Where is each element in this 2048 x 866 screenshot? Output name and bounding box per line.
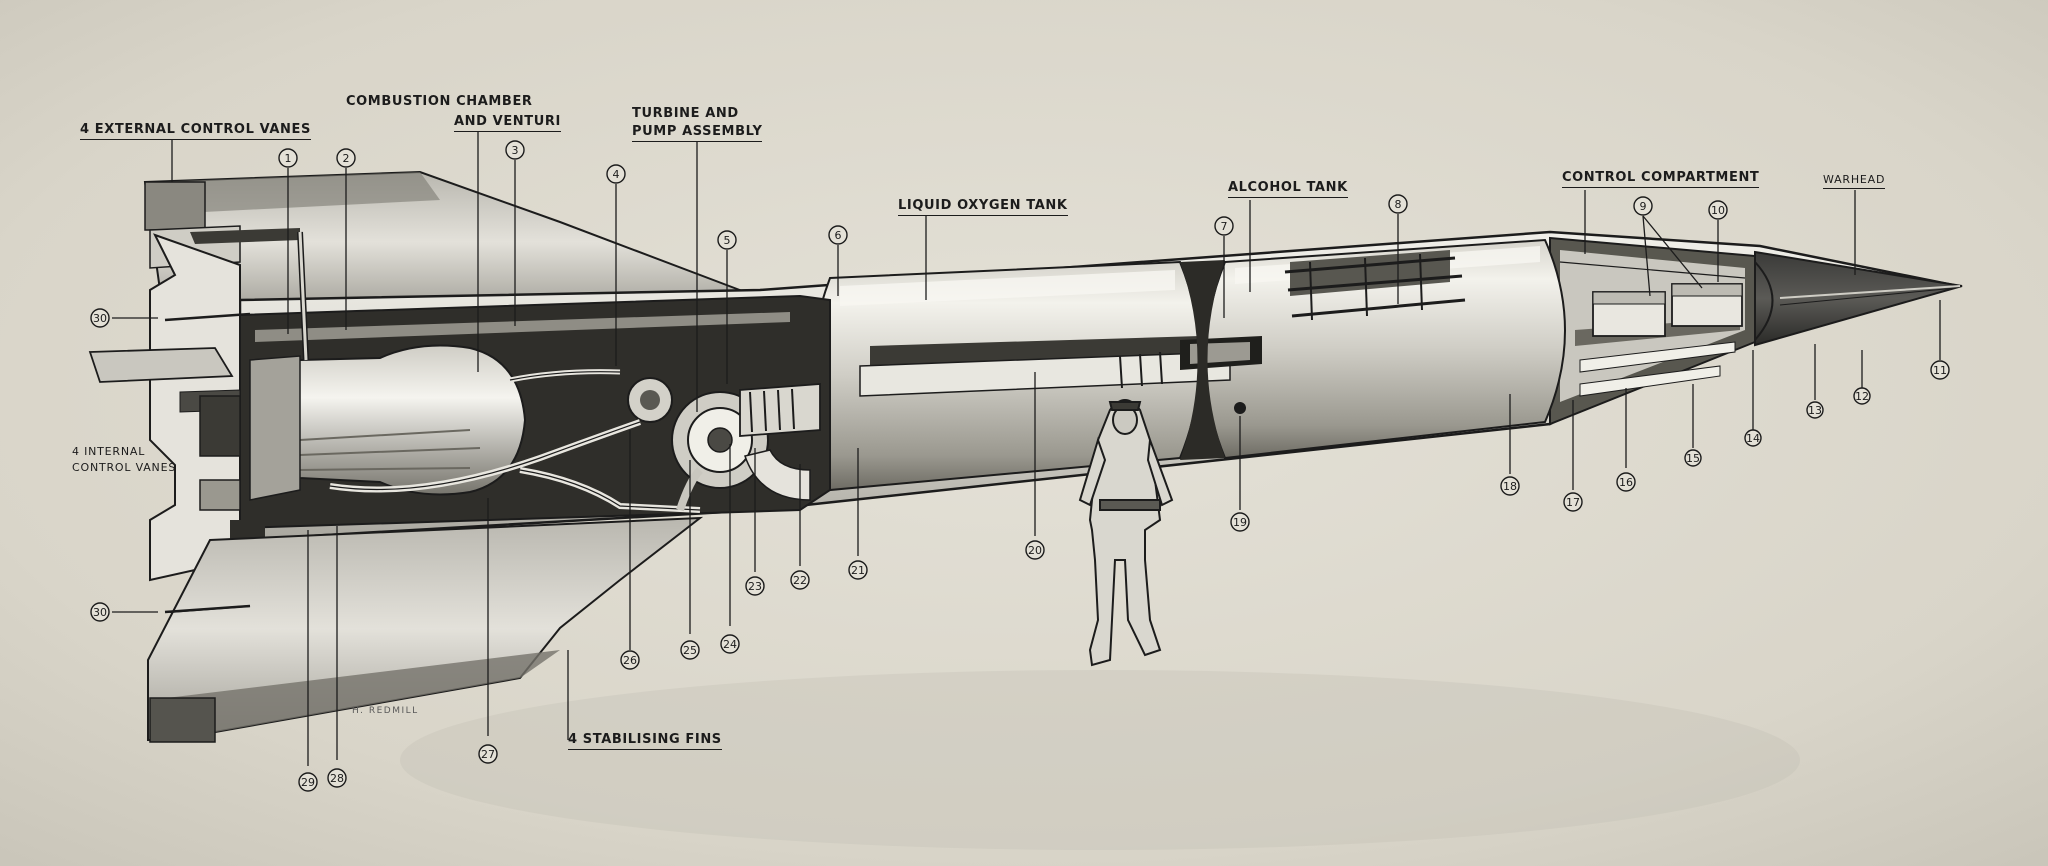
callout-8: 8 xyxy=(1388,194,1408,214)
svg-text:17: 17 xyxy=(1566,496,1580,509)
svg-text:2: 2 xyxy=(343,152,350,165)
svg-text:3: 3 xyxy=(512,144,519,157)
label-internal-control-vanes-line1: 4 INTERNAL xyxy=(72,445,146,458)
callout-6: 6 xyxy=(828,225,848,245)
callout-20: 20 xyxy=(1025,540,1045,560)
svg-text:26: 26 xyxy=(623,654,637,667)
svg-text:6: 6 xyxy=(835,229,842,242)
callout-27: 27 xyxy=(478,744,498,764)
svg-text:24: 24 xyxy=(723,638,737,651)
callout-2: 2 xyxy=(336,148,356,168)
callout-29: 29 xyxy=(298,772,318,792)
callout-3: 3 xyxy=(505,140,525,160)
callout-26: 26 xyxy=(620,650,640,670)
callout-16: 16 xyxy=(1616,472,1636,492)
svg-text:9: 9 xyxy=(1640,200,1647,213)
callout-21: 21 xyxy=(848,560,868,580)
callout-14: 14 xyxy=(1744,429,1762,447)
svg-text:10: 10 xyxy=(1711,204,1725,217)
svg-text:8: 8 xyxy=(1395,198,1402,211)
svg-text:16: 16 xyxy=(1619,476,1633,489)
svg-text:22: 22 xyxy=(793,574,807,587)
label-external-control-vanes: 4 EXTERNAL CONTROL VANES xyxy=(80,122,311,140)
label-combustion-chamber-line2: AND VENTURI xyxy=(454,114,561,132)
svg-text:7: 7 xyxy=(1221,220,1228,233)
callout-30-upper: 30 xyxy=(90,308,110,328)
label-turbine-line2: PUMP ASSEMBLY xyxy=(632,124,763,142)
callout-30-lower: 30 xyxy=(90,602,110,622)
svg-text:30: 30 xyxy=(93,312,107,325)
label-warhead: WARHEAD xyxy=(1823,172,1886,189)
svg-text:12: 12 xyxy=(1855,390,1869,403)
callout-18: 18 xyxy=(1500,476,1520,496)
label-internal-control-vanes-line2: CONTROL VANES xyxy=(72,461,177,474)
label-alcohol-tank: ALCOHOL TANK xyxy=(1228,180,1348,198)
svg-text:30: 30 xyxy=(93,606,107,619)
label-control-compartment: CONTROL COMPARTMENT xyxy=(1562,170,1760,188)
svg-text:29: 29 xyxy=(301,776,315,789)
artist-signature: H. REDMILL xyxy=(352,706,419,716)
svg-text:19: 19 xyxy=(1233,516,1247,529)
svg-text:11: 11 xyxy=(1933,364,1947,377)
callout-12: 12 xyxy=(1853,387,1871,405)
svg-text:15: 15 xyxy=(1686,452,1700,465)
svg-text:25: 25 xyxy=(683,644,697,657)
label-turbine-line1: TURBINE AND xyxy=(632,106,739,121)
svg-text:20: 20 xyxy=(1028,544,1042,557)
svg-text:27: 27 xyxy=(481,748,495,761)
label-liquid-oxygen-tank: LIQUID OXYGEN TANK xyxy=(898,198,1068,216)
callout-10: 10 xyxy=(1708,200,1728,220)
callout-24: 24 xyxy=(720,634,740,654)
label-combustion-chamber-line1: COMBUSTION CHAMBER xyxy=(346,94,533,109)
callout-11: 11 xyxy=(1930,360,1950,380)
callout-22: 22 xyxy=(790,570,810,590)
person-silhouette xyxy=(1078,399,1174,667)
callout-9: 9 xyxy=(1633,196,1653,216)
svg-text:1: 1 xyxy=(285,152,292,165)
callout-15: 15 xyxy=(1684,449,1702,467)
svg-text:21: 21 xyxy=(851,564,865,577)
callout-23: 23 xyxy=(745,576,765,596)
label-stabilising-fins: 4 STABILISING FINS xyxy=(568,732,722,750)
callout-7: 7 xyxy=(1214,216,1234,236)
callout-5: 5 xyxy=(717,230,737,250)
callout-25: 25 xyxy=(680,640,700,660)
svg-text:14: 14 xyxy=(1746,432,1760,445)
svg-text:5: 5 xyxy=(724,234,731,247)
svg-text:13: 13 xyxy=(1808,404,1822,417)
callout-1: 1 xyxy=(278,148,298,168)
svg-text:4: 4 xyxy=(613,168,620,181)
callout-13: 13 xyxy=(1806,401,1824,419)
callout-28: 28 xyxy=(327,768,347,788)
svg-text:18: 18 xyxy=(1503,480,1517,493)
callout-17: 17 xyxy=(1563,492,1583,512)
callout-4: 4 xyxy=(606,164,626,184)
callout-19: 19 xyxy=(1230,512,1250,532)
svg-text:23: 23 xyxy=(748,580,762,593)
svg-text:28: 28 xyxy=(330,772,344,785)
